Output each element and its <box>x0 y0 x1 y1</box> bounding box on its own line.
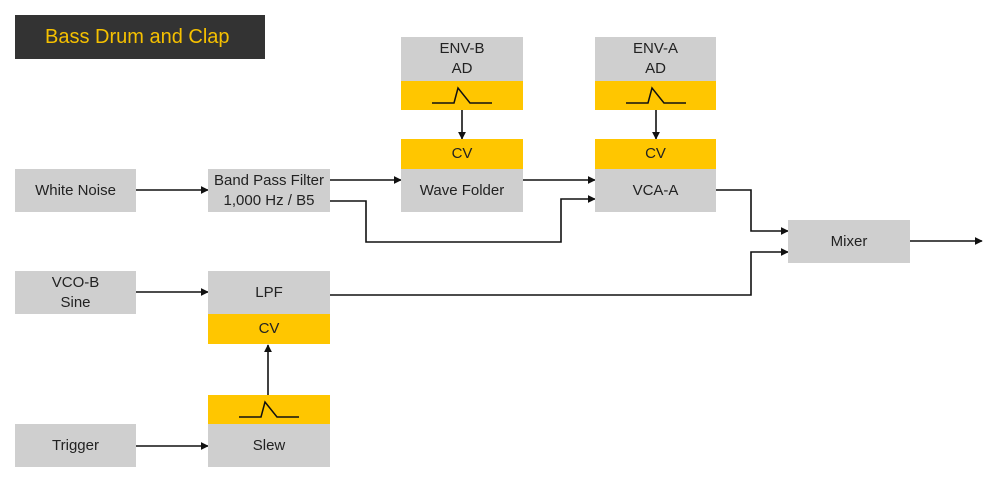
wire-bpf-to-vca <box>330 195 596 243</box>
vco-b-label: VCO-B <box>51 273 100 291</box>
wave-folder-cv-label: CV <box>451 145 473 162</box>
vco-b-waveform: Sine <box>60 293 91 311</box>
vca-a-cv: CV <box>595 139 716 169</box>
trigger-label: Trigger <box>52 436 99 454</box>
env-a-label: ENV-A <box>632 40 678 57</box>
white-noise-label: White Noise <box>35 181 116 199</box>
mixer-label: Mixer <box>830 232 868 250</box>
lpf-label: LPF <box>255 283 283 301</box>
mixer-module: Mixer <box>788 220 910 263</box>
vco-b-module: VCO-B Sine <box>15 271 136 314</box>
band-pass-filter-module: Band Pass Filter 1,000 Hz / B5 <box>208 169 330 212</box>
wave-folder-label: Wave Folder <box>419 181 505 199</box>
envelope-shape-icon <box>432 85 492 104</box>
lpf-cv-label: CV <box>258 320 280 337</box>
env-b-label: ENV-B <box>439 40 485 57</box>
env-b-shape <box>401 81 523 110</box>
slew-label: Slew <box>252 436 286 454</box>
vca-a-cv-label: CV <box>645 145 666 162</box>
diagram-title: Bass Drum and Clap <box>15 15 265 59</box>
wire-lpf-to-mixer <box>330 248 789 296</box>
env-a-module: ENV-A AD <box>595 37 716 81</box>
wave-folder-module: Wave Folder <box>401 169 523 212</box>
env-a-shape <box>595 81 716 110</box>
band-pass-frequency: 1,000 Hz / B5 <box>223 191 315 209</box>
env-b-mode: AD <box>451 60 473 77</box>
band-pass-label: Band Pass Filter <box>213 171 325 189</box>
lpf-cv: CV <box>208 314 330 344</box>
vca-a-module: VCA-A <box>595 169 716 212</box>
envelope-shape-icon <box>625 85 686 104</box>
env-b-module: ENV-B AD <box>401 37 523 81</box>
envelope-shape-icon <box>239 399 299 418</box>
wave-folder-cv: CV <box>401 139 523 169</box>
white-noise-module: White Noise <box>15 169 136 212</box>
vca-a-label: VCA-A <box>632 181 679 199</box>
lpf-module: LPF <box>208 271 330 314</box>
slew-module: Slew <box>208 424 330 467</box>
slew-shape <box>208 395 330 424</box>
wire-vca-to-mixer <box>716 189 789 235</box>
env-a-mode: AD <box>645 60 666 77</box>
trigger-module: Trigger <box>15 424 136 467</box>
